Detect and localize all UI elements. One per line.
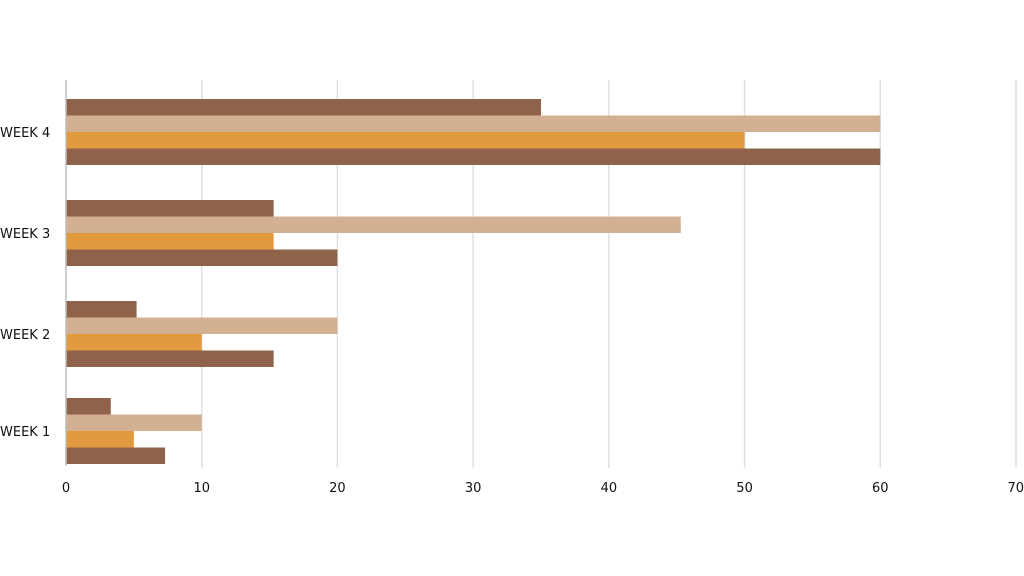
category-label-week-2: WEEK 2 xyxy=(0,328,50,343)
bar-week-1-series-1 xyxy=(66,398,111,415)
bar-week-2-series-2 xyxy=(66,317,338,334)
x-tick-label-40: 40 xyxy=(601,481,618,496)
bar-week-2-series-4 xyxy=(66,350,274,367)
category-label-week-4: WEEK 4 xyxy=(0,126,50,141)
bar-week-4-series-1 xyxy=(66,99,541,116)
x-tick-label-50: 50 xyxy=(736,481,753,496)
bar-week-1-series-4 xyxy=(66,447,166,464)
x-tick-label-30: 30 xyxy=(465,481,482,496)
bar-week-4-series-2 xyxy=(66,115,881,132)
bar-week-3-series-1 xyxy=(66,200,274,217)
bar-week-2-series-1 xyxy=(66,301,137,318)
x-tick-label-60: 60 xyxy=(872,481,889,496)
category-label-week-1: WEEK 1 xyxy=(0,425,50,440)
category-labels: WEEK 1 WEEK 2 WEEK 3 WEEK 4 xyxy=(0,126,50,440)
bar-week-3-series-4 xyxy=(66,249,338,266)
x-tick-label-0: 0 xyxy=(62,481,70,496)
bar-week-3-series-3 xyxy=(66,233,274,250)
category-label-week-3: WEEK 3 xyxy=(0,227,50,242)
bar-week-4-series-3 xyxy=(66,132,745,149)
bars xyxy=(66,99,881,464)
x-tick-labels: 0 10 20 30 40 50 60 70 xyxy=(62,481,1024,496)
bar-week-3-series-2 xyxy=(66,216,681,233)
bar-week-1-series-2 xyxy=(66,414,202,431)
bar-week-1-series-3 xyxy=(66,431,134,448)
bar-week-2-series-3 xyxy=(66,334,202,351)
x-tick-label-10: 10 xyxy=(193,481,210,496)
x-tick-label-70: 70 xyxy=(1007,481,1024,496)
x-tick-label-20: 20 xyxy=(329,481,346,496)
bar-week-4-series-4 xyxy=(66,148,881,165)
